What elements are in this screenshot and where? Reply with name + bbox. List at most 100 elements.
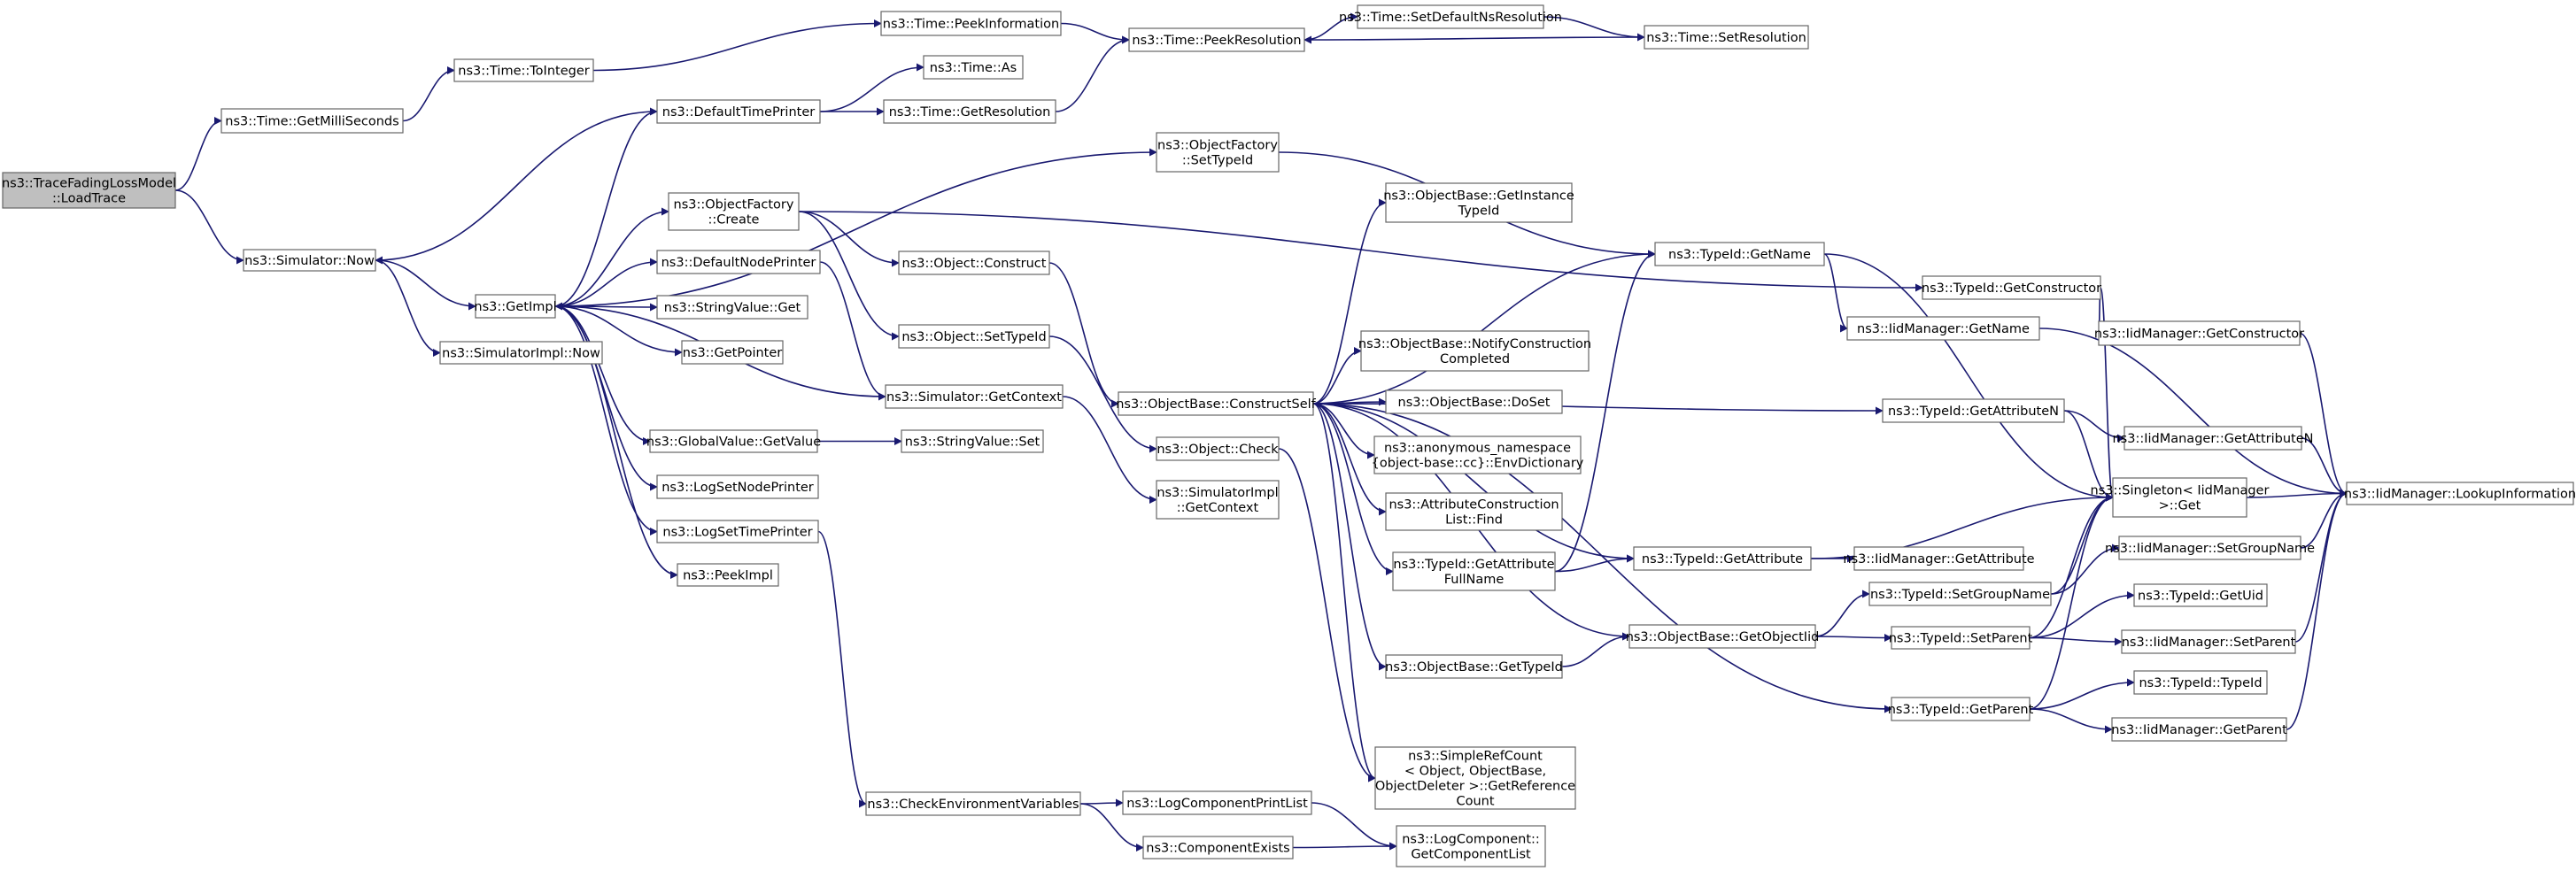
node-box [1628,624,1816,649]
node-peekinfo[interactable]: ns3::Time::PeekInformation [880,11,1062,36]
node-box [2,172,176,209]
node-label-line: FullName [1444,573,1505,587]
node-tidsetgroup[interactable]: ns3::TypeId::SetGroupName [1868,582,2052,606]
node-getctx[interactable]: ns3::Simulator::GetContext [885,384,1064,409]
node-iidgetcons[interactable]: ns3::IidManager::GetConstructor [2094,320,2304,346]
edge-n_getimpl-to-n_lognp [554,305,658,491]
node-iidsetgroup[interactable]: ns3::IidManager::SetGroupName [2105,536,2315,560]
node-gvget[interactable]: ns3::GlobalValue::GetValue [646,429,821,453]
node-getres[interactable]: ns3::Time::GetResolution [883,99,1056,124]
node-tidgetattr[interactable]: ns3::TypeId::GetAttribute [1633,546,1812,571]
edge-path [592,19,882,72]
node-tidgetuid[interactable]: ns3::TypeId::GetUid [2133,583,2268,607]
node-setdef[interactable]: ns3::Time::SetDefaultNsResolution [1339,4,1562,29]
edge-n_objsettid-to-n_objcheck [1048,335,1157,453]
node-srcount[interactable]: ns3::SimpleRefCount< Object, ObjectBase,… [1374,746,1576,810]
node-checkenv[interactable]: ns3::CheckEnvironmentVariables [865,791,1081,816]
node-objsettid[interactable]: ns3::Object::SetTypeId [898,324,1050,349]
edge-path [2029,591,2135,639]
node-iidlookup[interactable]: ns3::IidManager::LookupInformation [2344,482,2576,505]
node-tidtid[interactable]: ns3::TypeId::TypeId [2133,670,2268,695]
node-peekimpl[interactable]: ns3::PeekImpl [677,563,779,587]
node-label-line: ::SetTypeId [1182,154,1253,168]
edge-n_iidgetattrn-to-n_iidlookup [2301,437,2348,497]
edge-n_tidgafn-to-n_tidgetattr [1554,554,1635,573]
node-tidgetattrn[interactable]: ns3::TypeId::GetAttributeN [1882,398,2065,423]
edge-n_iidgetparent-to-n_iidlookup [2286,489,2348,730]
edge-path [2029,708,2113,734]
node-compexists[interactable]: ns3::ComponentExists [1142,836,1294,859]
node-simnow[interactable]: ns3::Simulator::Now [243,249,376,272]
node-box [1644,25,1809,50]
node-lcprint[interactable]: ns3::LogComponentPrintList [1122,790,1312,815]
node-label-line: ns3::AttributeConstruction [1389,498,1559,513]
edge-n_checkenv-to-n_lcprint [1079,798,1124,807]
node-strset[interactable]: ns3::StringValue::Set [901,429,1044,453]
node-objcons[interactable]: ns3::Object::Construct [898,251,1050,275]
node-tidsetparent[interactable]: ns3::TypeId::SetParent [1889,626,2033,650]
edge-path [2294,489,2348,643]
node-box [243,249,376,272]
node-simimplctx[interactable]: ns3::SimulatorImpl::GetContext [1156,480,1280,520]
node-lognp[interactable]: ns3::LogSetNodePrinter [656,474,819,499]
node-iidsetparent[interactable]: ns3::IidManager::SetParent [2121,629,2296,654]
node-logtp[interactable]: ns3::LogSetTimePrinter [656,520,819,543]
node-root[interactable]: ns3::TraceFadingLossModel::LoadTrace [2,172,176,209]
node-obdoset[interactable]: ns3::ObjectBase::DoSet [1385,389,1563,414]
node-label-line: ns3::IidManager::GetAttribute [1843,552,2034,567]
node-iidgetparent[interactable]: ns3::IidManager::GetParent [2111,717,2287,742]
node-iidgetattrn[interactable]: ns3::IidManager::GetAttributeN [2112,426,2314,451]
node-box [1128,27,1305,52]
node-strget[interactable]: ns3::StringValue::Get [656,295,808,320]
node-label-line: GetComponentList [1411,848,1531,862]
node-box [453,58,594,82]
node-peekres[interactable]: ns3::Time::PeekResolution [1128,27,1305,52]
node-label-line: ns3::Object::SetTypeId [901,330,1046,344]
node-objcheck[interactable]: ns3::Object::Check [1156,436,1280,461]
node-envdict[interactable]: ns3::anonymous_namespace{object-base::cc… [1372,436,1584,474]
node-defnp[interactable]: ns3::DefaultNodePrinter [656,250,821,274]
node-tidgetcons[interactable]: ns3::TypeId::GetConstructor [1922,275,2101,300]
node-obgetoiid[interactable]: ns3::ObjectBase::GetObjectIid [1626,624,1820,649]
node-getimpl[interactable]: ns3::GetImpl [474,294,557,319]
edge-path [2300,489,2348,549]
node-lcgetlist[interactable]: ns3::LogComponent::GetComponentList [1396,825,1546,867]
node-iidgetattr[interactable]: ns3::IidManager::GetAttribute [1843,546,2035,571]
node-label-line: ns3::Simulator::Now [244,254,375,268]
node-ofcreate[interactable]: ns3::ObjectFactory::Create [668,192,800,231]
node-as[interactable]: ns3::Time::As [923,55,1024,80]
node-obgettid[interactable]: ns3::ObjectBase::GetTypeId [1385,654,1563,679]
edge-path [1055,35,1130,112]
edge-path [1060,22,1130,44]
node-box [1396,825,1546,867]
node-box [1385,492,1563,531]
edge-n_obcs-to-n_tidgetparent [1312,403,1892,713]
node-label-line: ns3::ObjectFactory [1157,139,1278,153]
node-label-line: ns3::IidManager::GetName [1857,322,2030,336]
node-simimplnow[interactable]: ns3::SimulatorImpl::Now [439,341,603,365]
node-tidgetname[interactable]: ns3::TypeId::GetName [1654,242,1825,266]
node-iidgetname[interactable]: ns3::IidManager::GetName [1846,316,2040,341]
node-label-line: ns3::TypeId::GetUid [2138,590,2263,604]
node-toint[interactable]: ns3::Time::ToInteger [453,58,594,82]
node-singleton[interactable]: ns3::Singleton< IidManager>::Get [2091,477,2270,518]
node-box [1156,132,1280,173]
node-setres[interactable]: ns3::Time::SetResolution [1644,25,1809,50]
edge-n_ofcreate-to-n_objcons [798,211,900,267]
node-label-line: ns3::Time::PeekInformation [883,18,1059,32]
node-getms[interactable]: ns3::Time::GetMilliSeconds [220,108,404,134]
node-obcs[interactable]: ns3::ObjectBase::ConstructSelf [1116,391,1317,416]
node-getptr[interactable]: ns3::GetPointer [681,340,784,365]
edge-path [1048,262,1119,408]
node-deftp[interactable]: ns3::DefaultTimePrinter [656,99,821,124]
node-label-line: ns3::Object::Check [1156,443,1279,457]
edge-path [1311,802,1397,851]
node-obncc[interactable]: ns3::ObjectBase::NotifyConstructionCompl… [1358,330,1591,372]
edge-path [1554,250,1656,573]
node-tidgetparent[interactable]: ns3::TypeId::GetParent [1888,697,2034,721]
node-label-line: ::GetContext [1177,501,1259,515]
node-ofset[interactable]: ns3::ObjectFactory::SetTypeId [1156,132,1280,173]
